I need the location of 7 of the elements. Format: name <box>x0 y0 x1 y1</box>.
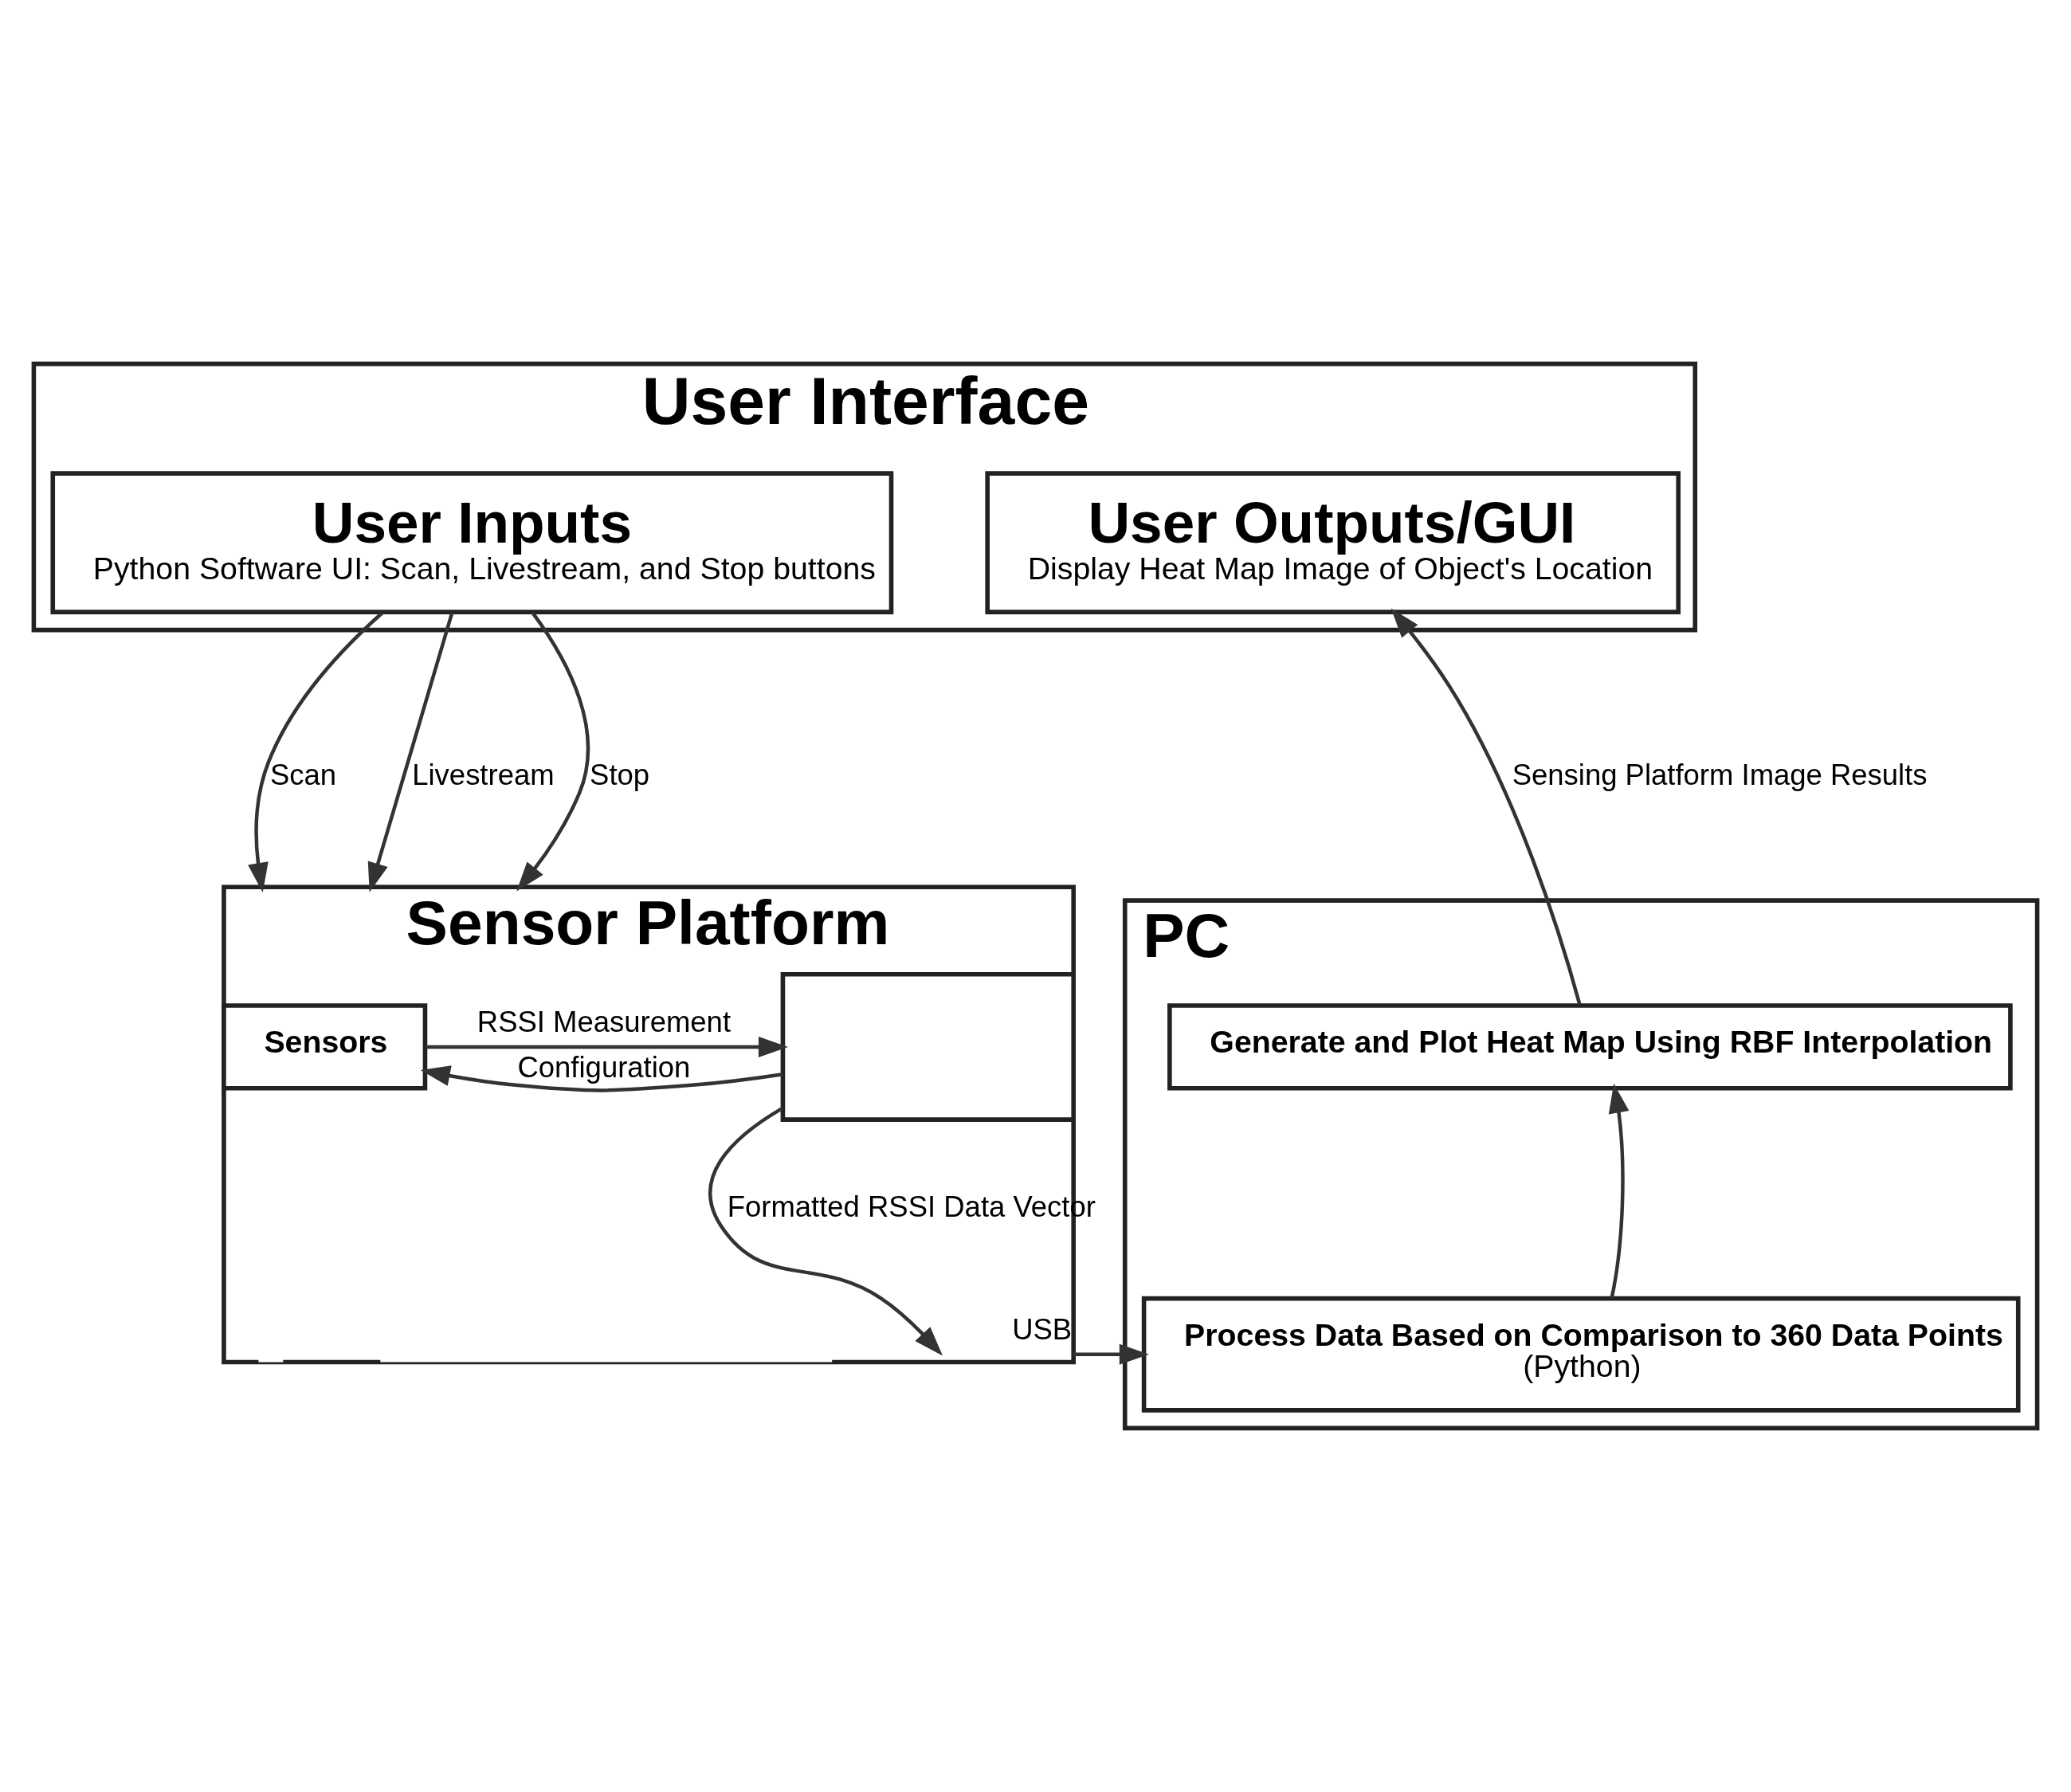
edge-label: Configuration <box>517 1050 691 1084</box>
edge-label: Stop <box>590 759 650 792</box>
edge-label: Sensing Platform Image Results <box>1512 759 1928 792</box>
edge-label: RSSI Measurement <box>477 1006 732 1039</box>
edge-label: Scan <box>269 759 337 792</box>
edge-label: Livestream <box>412 759 555 792</box>
edge-label: USB <box>1012 1313 1073 1347</box>
